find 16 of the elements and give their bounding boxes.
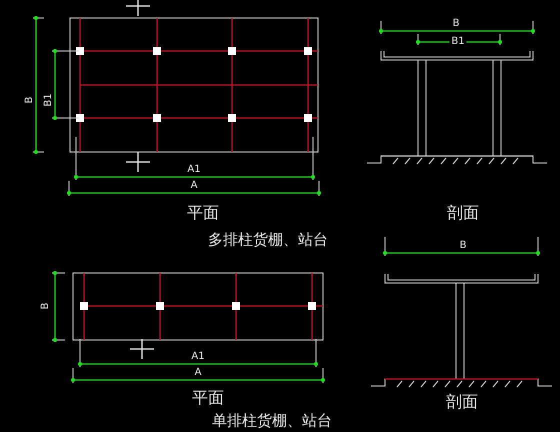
- dimension-label: A: [194, 368, 202, 378]
- drawing-caption: 单排柱货棚、站台: [212, 414, 332, 428]
- dimension-label: A1: [187, 165, 201, 175]
- dimension-label: B: [452, 19, 460, 29]
- dimension-label: B1: [449, 37, 467, 47]
- dimension-label: B1: [44, 91, 54, 109]
- view-title: 平面: [187, 205, 219, 221]
- dimension-label: A1: [191, 352, 205, 362]
- dimension-label: B: [41, 302, 51, 310]
- view-title: 剖面: [446, 394, 478, 410]
- view-title: 平面: [192, 390, 224, 406]
- drawing-caption: 多排柱货棚、站台: [208, 232, 328, 248]
- dimension-label: B: [25, 94, 35, 106]
- view-title: 剖面: [447, 205, 479, 221]
- dimension-label: B: [460, 241, 466, 251]
- dimension-label: A: [190, 181, 198, 191]
